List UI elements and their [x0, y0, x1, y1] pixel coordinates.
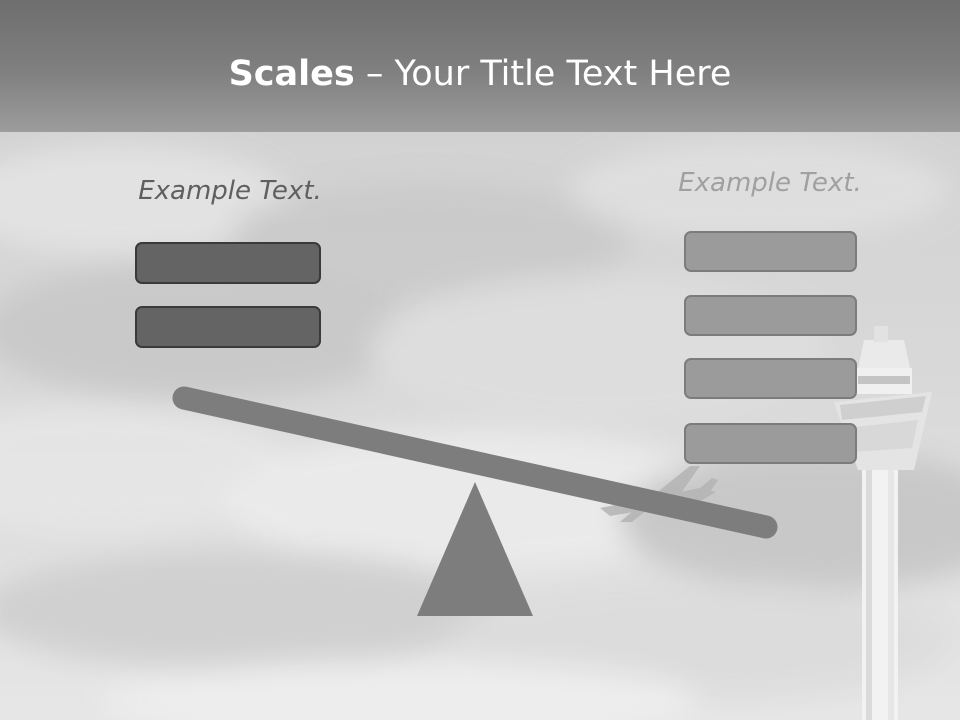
title-band	[0, 0, 960, 132]
right-box-1	[684, 231, 857, 272]
seesaw-beam	[172, 386, 778, 539]
left-box-1	[135, 242, 321, 284]
right-box-2	[684, 295, 857, 336]
title-bold: Scales	[228, 54, 355, 94]
left-example-text: Example Text.	[138, 176, 322, 206]
left-box-2	[135, 306, 321, 348]
title-rest: – Your Title Text Here	[354, 54, 732, 94]
right-box-4	[684, 423, 857, 464]
control-tower-icon	[834, 326, 932, 720]
right-box-3	[684, 358, 857, 399]
right-example-text: Example Text.	[678, 168, 862, 198]
seesaw-fulcrum	[417, 482, 533, 616]
page-title: Scales – Your Title Text Here	[0, 52, 960, 96]
